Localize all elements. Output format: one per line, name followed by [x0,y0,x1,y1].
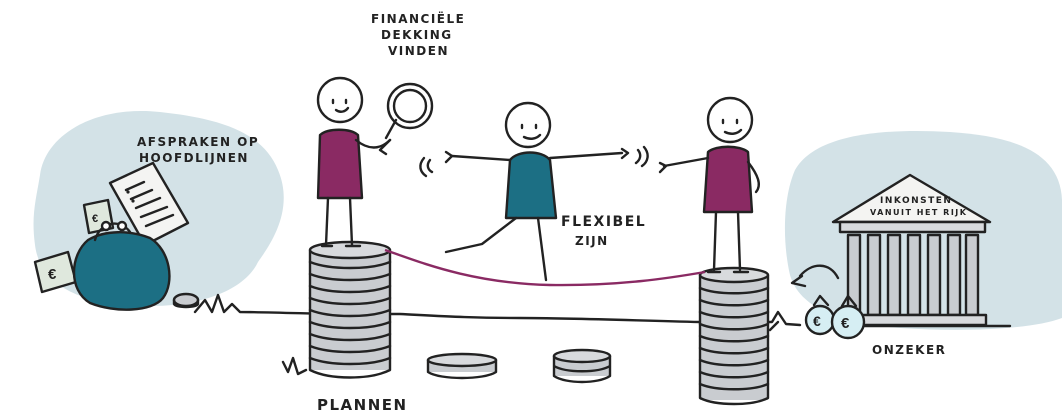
right-coin-stack [698,266,770,406]
banknote-small-euro-symbol: € [92,213,98,225]
financial-coverage-label-line2: DEKKING [381,28,453,42]
coin-pile-middle-right [552,348,612,384]
flexible-label-line2: ZIJN [575,234,609,248]
person-reaching [658,96,760,274]
bank-building-icon [831,173,992,327]
ground-tick-right [768,320,780,332]
person-balancing [419,101,649,282]
income-label-line1: INKONSTEN [880,196,952,206]
ground-line [193,293,802,327]
financial-coverage-label-line1: FINANCIËLE [371,11,465,26]
uncertain-label: ONZEKER [872,343,946,357]
financial-coverage-label-line3: VINDEN [388,44,449,58]
purse-icon [72,220,171,311]
money-bag-euro-symbol-2: € [841,315,850,332]
money-bags-icon: € € [790,264,866,340]
agreements-label-line1: AFSPRAKEN OP [137,135,259,149]
banknote-euro-symbol: € [48,266,57,283]
planning-label: PLANNEN [317,396,408,414]
flexible-label-line1: FLEXIBEL [561,214,646,230]
left-coin-stack [308,240,392,379]
money-bag-euro-symbol-1: € [813,313,821,329]
income-label-line2: VANUIT HET RIJK [870,208,967,217]
tightrope [384,248,706,287]
person-with-magnifier [316,76,434,248]
ground-tick-left [281,356,308,376]
coin-pile-middle-left [426,352,498,380]
agreements-document-icon [108,161,190,247]
single-coin-icon [172,292,200,309]
agreements-label-line2: HOOFDLIJNEN [139,151,249,165]
